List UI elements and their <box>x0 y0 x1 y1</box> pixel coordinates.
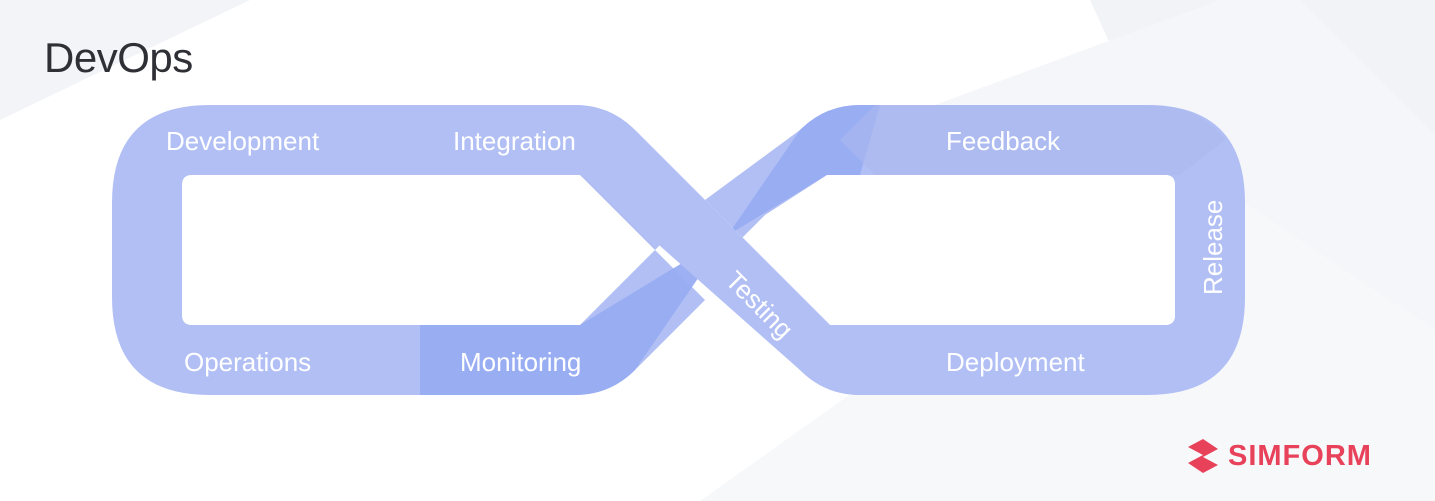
simform-logo-icon <box>1188 439 1218 473</box>
brand-name: SIMFORM <box>1228 439 1372 472</box>
feedback-overlay <box>840 105 1225 175</box>
label-development: Development <box>166 126 320 156</box>
label-operations: Operations <box>184 347 311 377</box>
monitoring-band <box>420 105 880 395</box>
label-release: Release <box>1198 200 1228 295</box>
label-integration: Integration <box>453 126 576 156</box>
label-deployment: Deployment <box>946 347 1086 377</box>
label-feedback: Feedback <box>946 126 1061 156</box>
label-monitoring: Monitoring <box>460 347 581 377</box>
page-title: DevOps <box>44 34 193 81</box>
left-loop <box>112 105 705 395</box>
testing-band <box>575 105 860 395</box>
brand-logo: SIMFORM <box>1184 437 1372 475</box>
right-loop-hole <box>765 175 1175 325</box>
